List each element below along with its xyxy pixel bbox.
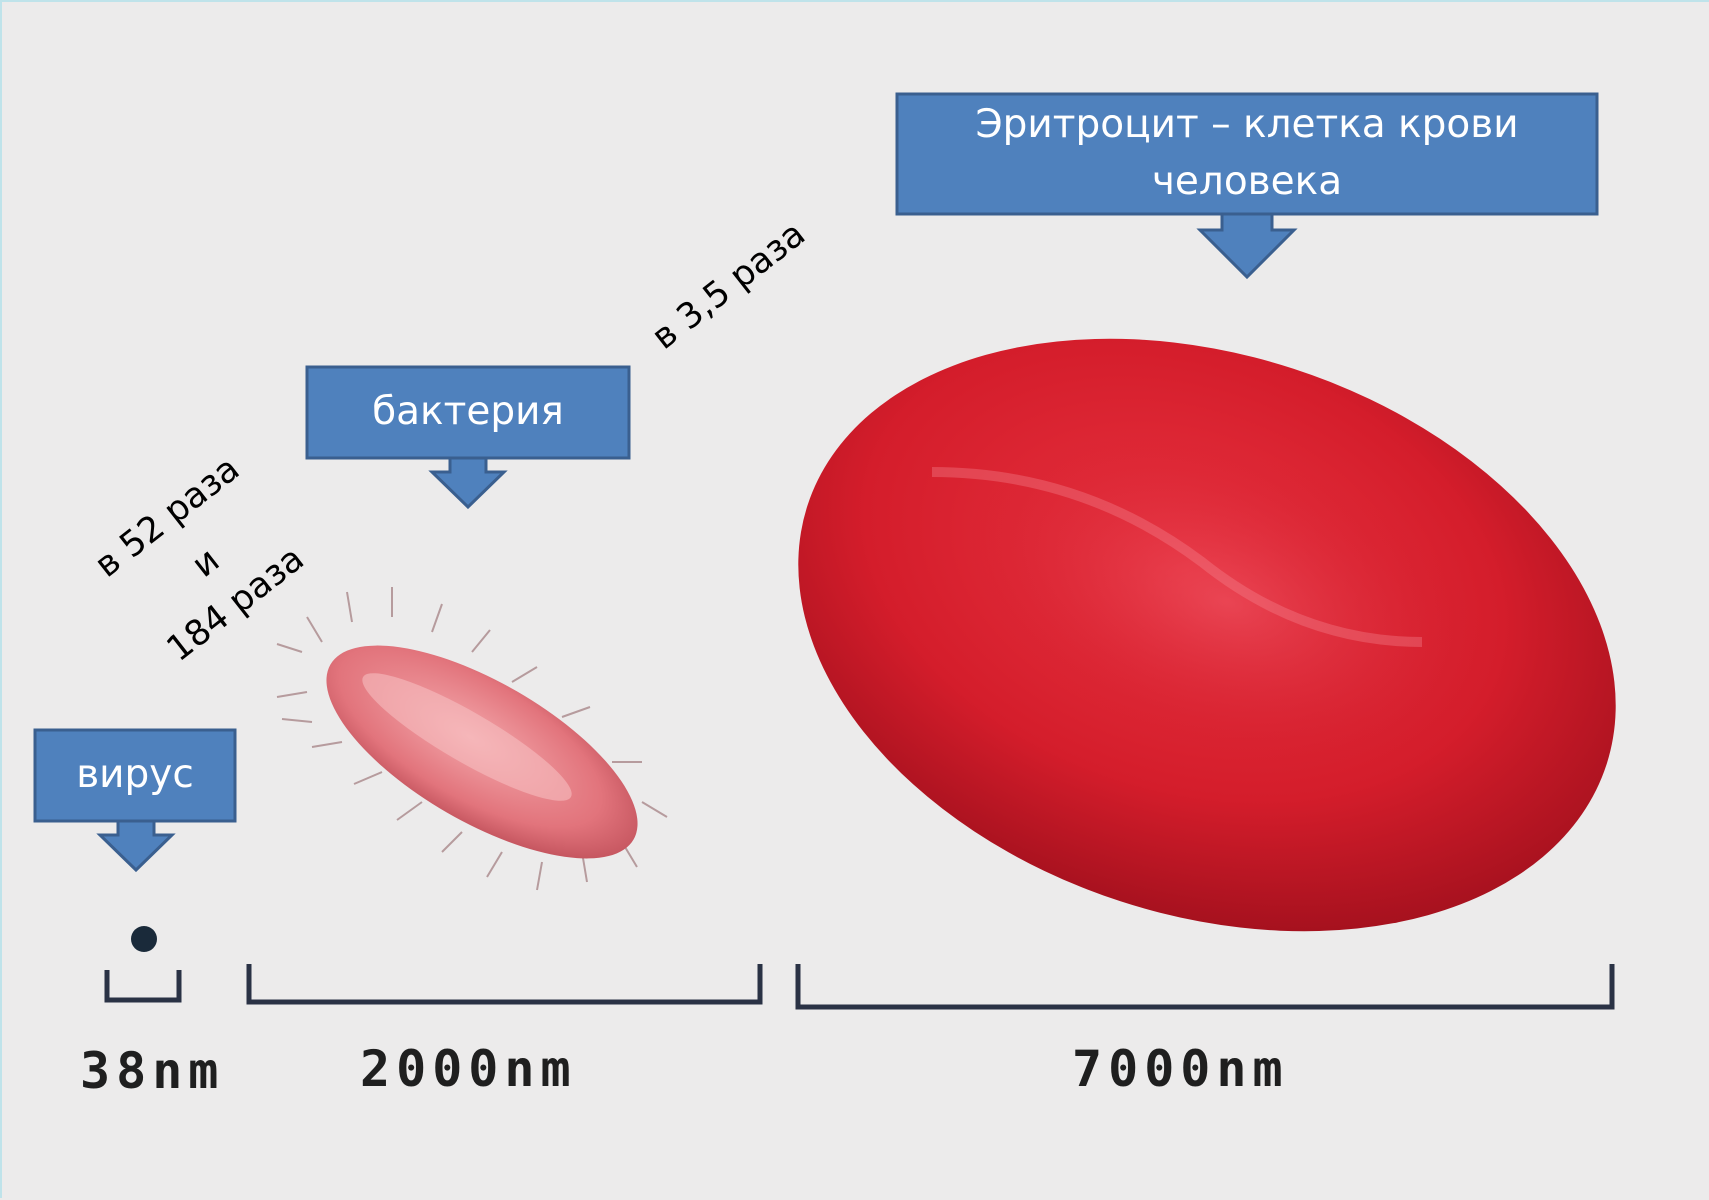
erythrocyte-label-line1: Эритроцит – клетка крови <box>975 102 1518 147</box>
virus-scale-bracket <box>107 970 179 1000</box>
bacteria-size-label: 2000nm <box>360 1040 577 1098</box>
erythrocyte-label-line2: человека <box>1152 159 1342 204</box>
bacteria-scale-bracket <box>249 964 760 1002</box>
virus-label: вирус <box>37 732 233 819</box>
virus-particle <box>131 926 157 952</box>
erythrocyte-label: Эритроцит – клетка крови человека <box>899 96 1595 212</box>
bacteria-label: бактерия <box>309 369 627 456</box>
bacterium-cell <box>277 587 669 900</box>
erythrocyte-scale-bracket <box>798 964 1612 1007</box>
erythrocyte-size-label: 7000nm <box>1072 1040 1289 1098</box>
virus-size-label: 38nm <box>80 1042 224 1100</box>
scale-brackets <box>107 964 1612 1007</box>
erythrocyte-cell <box>721 239 1693 1031</box>
